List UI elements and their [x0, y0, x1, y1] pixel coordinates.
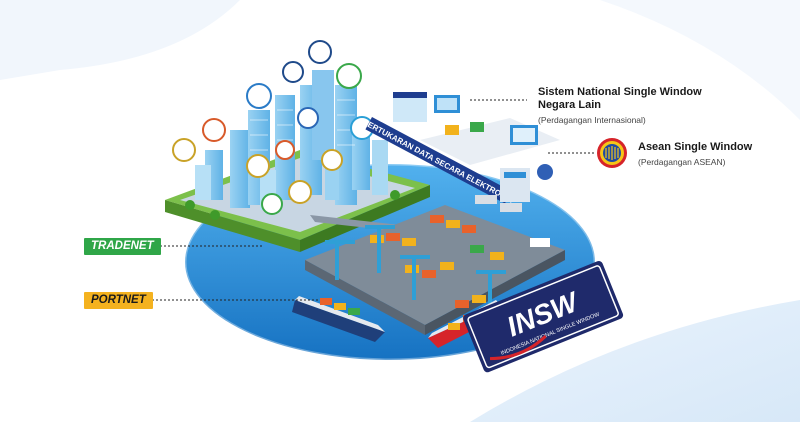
portnet-tag: PORTNET — [84, 292, 153, 309]
callout-asean-title: Asean Single Window — [638, 141, 753, 153]
callout-nsw-other-title-line1: Sistem National Single Window — [538, 86, 702, 98]
port-terminal — [305, 195, 565, 335]
callout-nsw-other-title-line2: Negara Lain — [538, 99, 601, 111]
agency-emblem-icon — [275, 140, 295, 160]
agency-emblem-icon — [172, 138, 196, 162]
agency-emblem-icon — [246, 154, 270, 178]
agency-emblem-icon — [282, 61, 304, 83]
insw-logo: INSW INDONESIA NATIONAL SINGLE WINDOW — [463, 261, 624, 373]
agency-emblem-icon — [202, 118, 226, 142]
agency-emblem-icon — [297, 107, 319, 129]
connector-lines — [152, 99, 596, 301]
agency-emblem-icon — [246, 83, 272, 109]
agency-emblem-icon — [321, 149, 343, 171]
agency-emblem-icon — [336, 63, 362, 89]
callout-nsw-other: Sistem National Single Window Negara Lai… — [538, 86, 702, 125]
callout-asean: Asean Single Window (Perdagangan ASEAN) — [638, 141, 752, 167]
callout-nsw-other-subtitle: (Perdagangan Internasional) — [538, 115, 646, 125]
agency-emblem-icon — [288, 180, 312, 204]
office-building — [393, 92, 560, 202]
agency-emblem-icon — [308, 40, 332, 64]
agency-emblem-icon — [261, 193, 283, 215]
callout-asean-subtitle: (Perdagangan ASEAN) — [638, 157, 726, 167]
tradenet-tag: TRADENET — [84, 238, 161, 255]
asean-emblem-icon — [597, 138, 627, 168]
